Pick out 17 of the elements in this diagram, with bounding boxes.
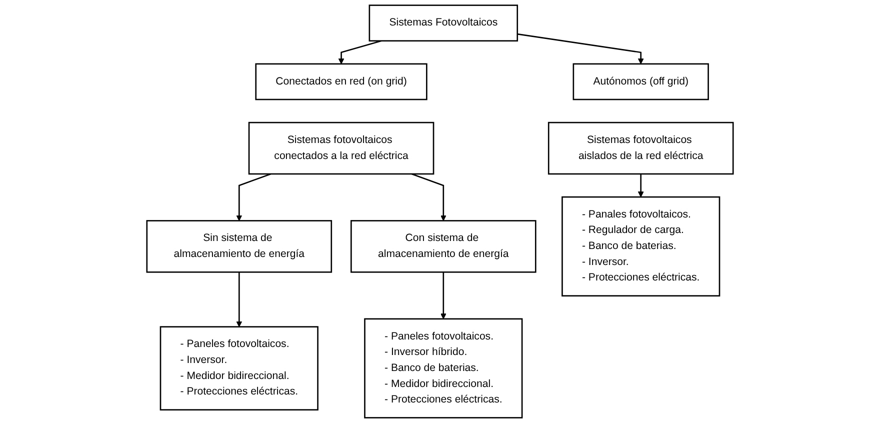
node-box: Conectados en red (on grid)	[255, 63, 428, 100]
node-box: Sin sistema de almacenamiento de energía	[146, 220, 332, 273]
node-box: Sistemas Fotovoltaicos	[368, 4, 518, 42]
arrow	[236, 173, 271, 221]
arrow	[440, 272, 446, 320]
arrow	[412, 173, 446, 221]
node-box: - Paneles fotovoltaicos. - Inversor. - Medidor bidireccional. - Protecciones eléctricas.	[160, 326, 318, 410]
node-box: Sistemas fotovoltaicos conectados a la red eléctrica	[248, 122, 434, 175]
arrow	[517, 33, 644, 64]
arrow	[638, 174, 644, 198]
arrow	[236, 272, 242, 328]
node-box: Con sistema de almacenamiento de energía	[350, 220, 536, 273]
node-box: - Paneles fotovoltaicos. - Inversor híbrido. - Banco de baterias. - Medidor bidireccional. - Protecciones eléctricas.	[364, 318, 523, 418]
node-box: Sistemas fotovoltaicos aislados de la red eléctrica	[548, 122, 734, 175]
arrow	[338, 40, 382, 64]
node-box: - Panales fotovoltaicos. - Regulador de carga. - Banco de baterias. - Inversor. - Protecciones eléctricas.	[562, 196, 720, 296]
node-box: Autónomos (off grid)	[572, 63, 709, 100]
